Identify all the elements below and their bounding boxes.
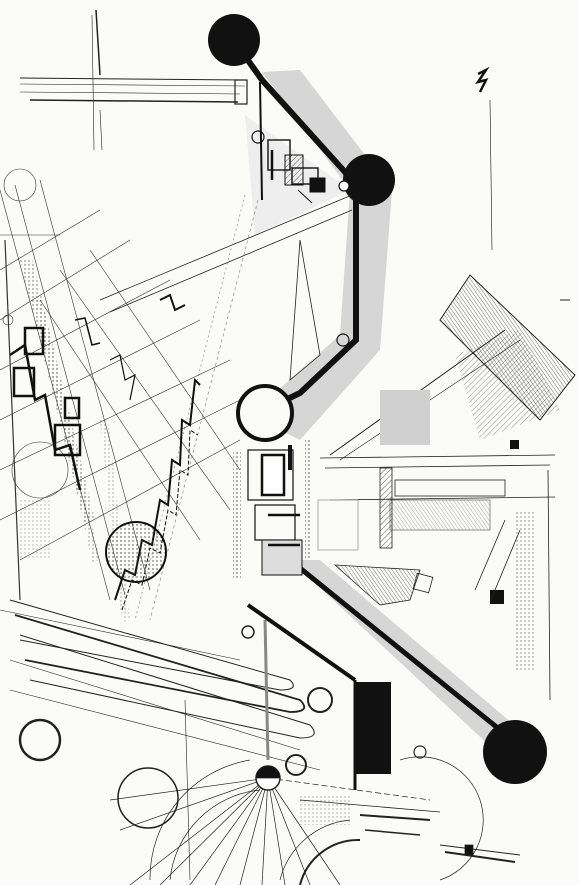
dotted-sphere xyxy=(105,521,167,583)
bottom-right-details xyxy=(299,795,521,863)
top-right-marks xyxy=(475,66,493,251)
node-top xyxy=(208,14,260,66)
left-block-figures xyxy=(9,317,101,491)
central-rect-stack xyxy=(233,440,311,580)
node-lower-right xyxy=(483,720,547,784)
upper-block-group xyxy=(267,139,326,204)
top-left-bars xyxy=(19,9,248,151)
lower-left-streaks xyxy=(0,599,333,881)
node-right xyxy=(343,154,395,206)
hatched-diagonal-block xyxy=(329,274,576,461)
black-block-lower xyxy=(355,682,391,774)
radial-fan xyxy=(109,745,484,885)
node-ring xyxy=(236,384,294,442)
right-grid-area xyxy=(317,390,556,701)
path-nodes xyxy=(208,14,547,784)
